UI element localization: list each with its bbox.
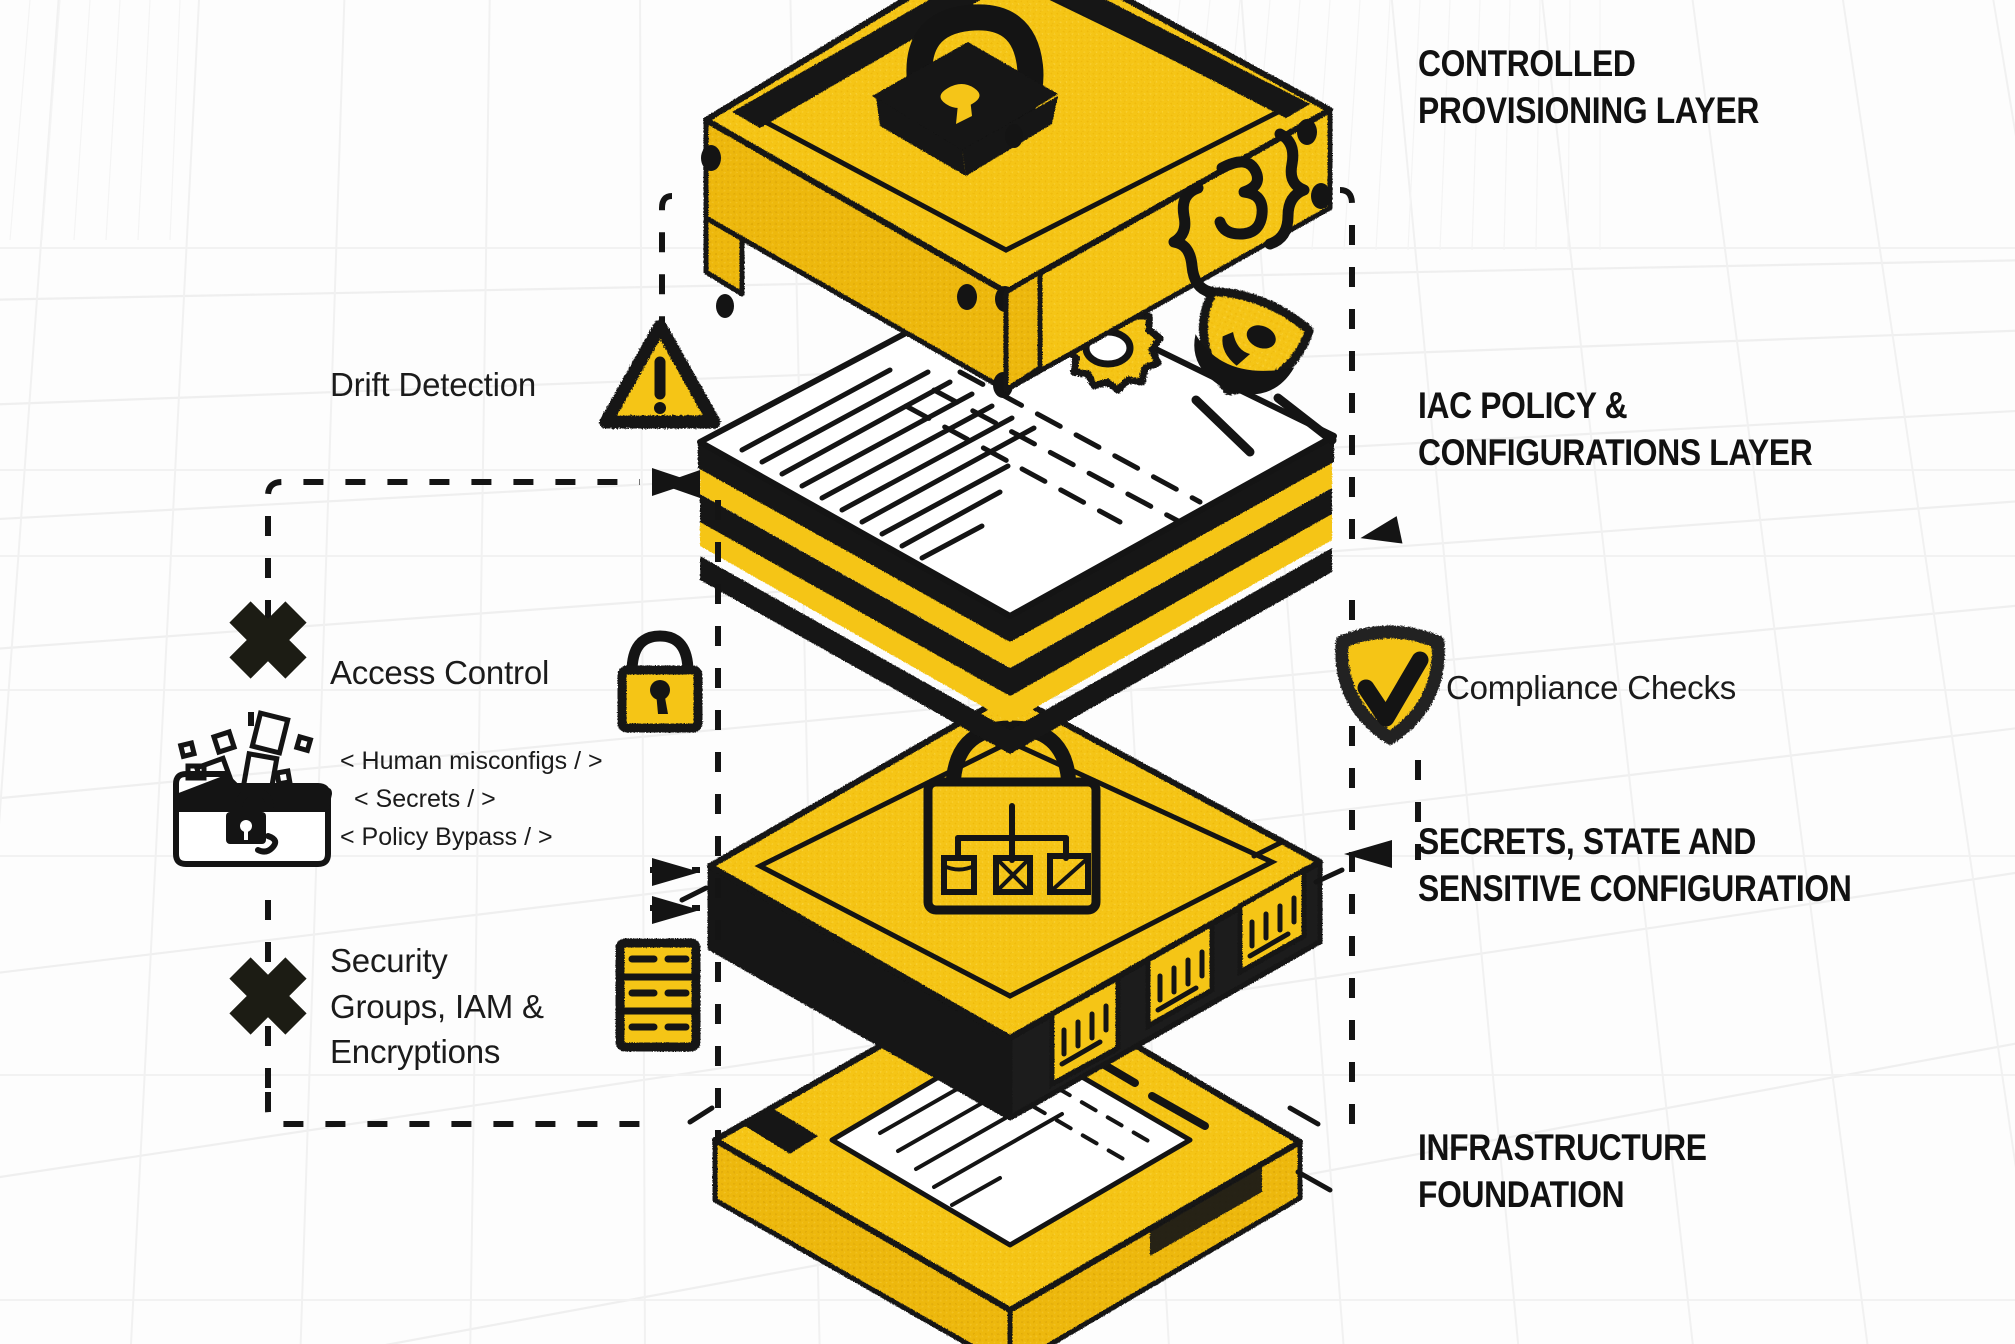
- layer-title-line2: CONFIGURATIONS LAYER: [1418, 432, 1813, 474]
- code-tag-item: < Human misconfigs / >: [340, 747, 603, 775]
- annotation-access-control: Access Control: [330, 654, 550, 691]
- layer-title-controlled-provisioning: CONTROLLED PROVISIONING LAYER: [1418, 40, 1759, 135]
- annotation-line1: Security: [330, 942, 448, 979]
- layer-title-line2: PROVISIONING LAYER: [1418, 90, 1759, 132]
- layer-title-infrastructure-foundation: INFRASTRUCTURE FOUNDATION: [1418, 1124, 1707, 1219]
- annotation-line2: Groups, IAM &: [330, 987, 544, 1025]
- layer-title-iac-policy: IAC POLICY & CONFIGURATIONS LAYER: [1418, 382, 1813, 477]
- layer-title-line1: INFRASTRUCTURE: [1418, 1127, 1707, 1168]
- layer-title-line2: SENSITIVE CONFIGURATION: [1418, 868, 1852, 910]
- layer-title-line1: SECRETS, STATE AND: [1418, 821, 1756, 862]
- code-tag-item: < Secrets / >: [354, 785, 496, 813]
- code-tag-item: < Policy Bypass / >: [340, 823, 553, 851]
- annotation-drift-detection: Drift Detection: [330, 366, 537, 403]
- layer-title-secrets-state: SECRETS, STATE AND SENSITIVE CONFIGURATI…: [1418, 818, 1852, 913]
- layer-title-line1: CONTROLLED: [1418, 43, 1636, 84]
- annotation-compliance-checks: Compliance Checks: [1446, 669, 1737, 706]
- layer-title-line2: FOUNDATION: [1418, 1174, 1625, 1216]
- annotation-line3: Encryptions: [330, 1033, 501, 1071]
- code-tag-list: < Human misconfigs / > < Secrets / > < P…: [340, 742, 603, 856]
- layer-title-line1: IAC POLICY &: [1418, 385, 1628, 426]
- annotation-security-groups: Security Groups, IAM & Encryptions: [330, 938, 580, 1075]
